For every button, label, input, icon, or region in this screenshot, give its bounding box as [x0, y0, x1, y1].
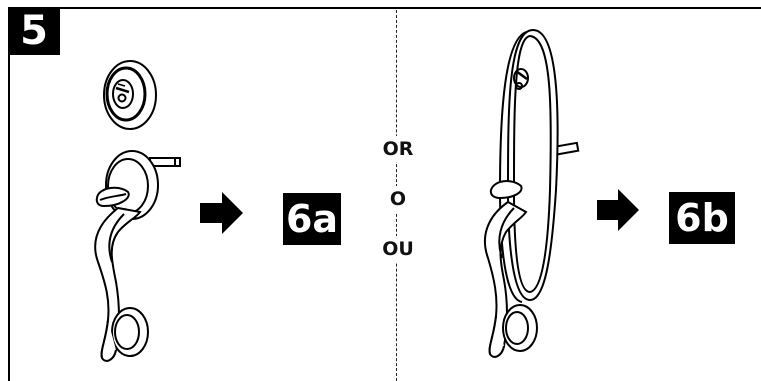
panel-top-border [8, 7, 761, 9]
arrow-right-icon [200, 192, 243, 234]
or-label-spanish: O [363, 186, 433, 212]
or-label-english: OR [363, 136, 433, 162]
long-plate-handleset-icon [483, 28, 580, 358]
panel-left-border [8, 7, 10, 381]
arrow-right-icon-2 [597, 189, 639, 231]
handleset-icon [94, 150, 181, 362]
or-label-french: OU [363, 236, 433, 262]
go-to-step-6b-badge: 6b [669, 192, 735, 244]
go-to-step-6a-badge: 6a [283, 193, 341, 245]
step-number-badge: 5 [8, 7, 60, 55]
deadbolt-icon [103, 60, 157, 130]
